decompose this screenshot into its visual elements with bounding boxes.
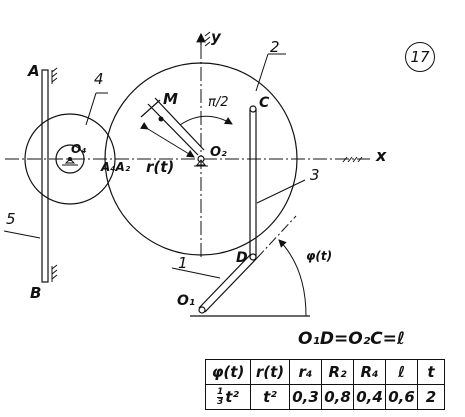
angle-pi2-arc (179, 115, 233, 126)
label-phi: φ(t) (306, 249, 333, 263)
variant-badge: 17 (405, 42, 435, 72)
r-dimension (139, 121, 195, 158)
label-y: y (211, 28, 221, 46)
label-o1: O₁ (177, 293, 196, 309)
header-r: r(t) (250, 359, 290, 385)
label-part-2: 2 (270, 38, 280, 56)
rack-5 (41, 69, 49, 283)
x-axis-hatch (342, 156, 363, 163)
header-R2: R₂ (321, 359, 354, 385)
header-t: t (417, 359, 445, 385)
leader-1 (171, 267, 221, 279)
constraint-formula: O₁D=O₂C=ℓ (298, 329, 405, 349)
table-header-row: φ(t) r(t) r₄ R₂ R₄ ℓ t (205, 359, 445, 385)
hub-o4 (55, 144, 85, 174)
crank-1-extension (256, 215, 297, 259)
leader-4 (85, 92, 97, 126)
label-x: x (376, 146, 387, 165)
value-R2: 0,8 (321, 384, 354, 410)
crank-1 (198, 253, 252, 309)
value-R4: 0,4 (353, 384, 386, 410)
label-angle-pi2: π/2 (208, 95, 229, 110)
disk-2 (104, 62, 298, 256)
label-a4a2: A₄A₂ (101, 160, 131, 174)
label-part-5: 5 (6, 210, 16, 228)
joint-c (249, 105, 257, 113)
header-R4: R₄ (353, 359, 386, 385)
label-m: M (163, 90, 178, 108)
label-part-3: 3 (310, 166, 320, 184)
label-c: C (259, 95, 270, 111)
label-r: r(t) (146, 158, 175, 176)
label-d: D (236, 250, 248, 266)
label-part-1: 1 (178, 254, 188, 272)
leader-2 (255, 53, 269, 92)
joint-d (249, 253, 257, 261)
value-t: 2 (417, 384, 445, 410)
disk-4 (24, 113, 116, 205)
guide-bottom (51, 264, 58, 282)
header-l: ℓ (385, 359, 418, 385)
label-part-4: 4 (94, 70, 104, 88)
label-o4: O₄ (71, 142, 87, 156)
value-r: t² (250, 384, 290, 410)
header-phi: φ(t) (205, 359, 251, 385)
y-axis-hatch (204, 31, 211, 47)
label-o2: O₂ (210, 145, 227, 160)
rod-3 (249, 108, 257, 258)
pivot-o2 (197, 155, 205, 163)
guide-top (51, 67, 58, 84)
support-o4 (64, 158, 76, 164)
leader-5 (3, 230, 41, 239)
value-r4: 0,3 (289, 384, 322, 410)
header-r4: r₄ (289, 359, 322, 385)
label-b: B (30, 284, 42, 302)
value-l: 0,6 (385, 384, 418, 410)
point-m (158, 116, 164, 122)
leader-3 (256, 179, 306, 204)
label-a: A (28, 62, 40, 80)
pivot-o1 (198, 306, 206, 314)
angle-phi-arc (278, 239, 307, 317)
